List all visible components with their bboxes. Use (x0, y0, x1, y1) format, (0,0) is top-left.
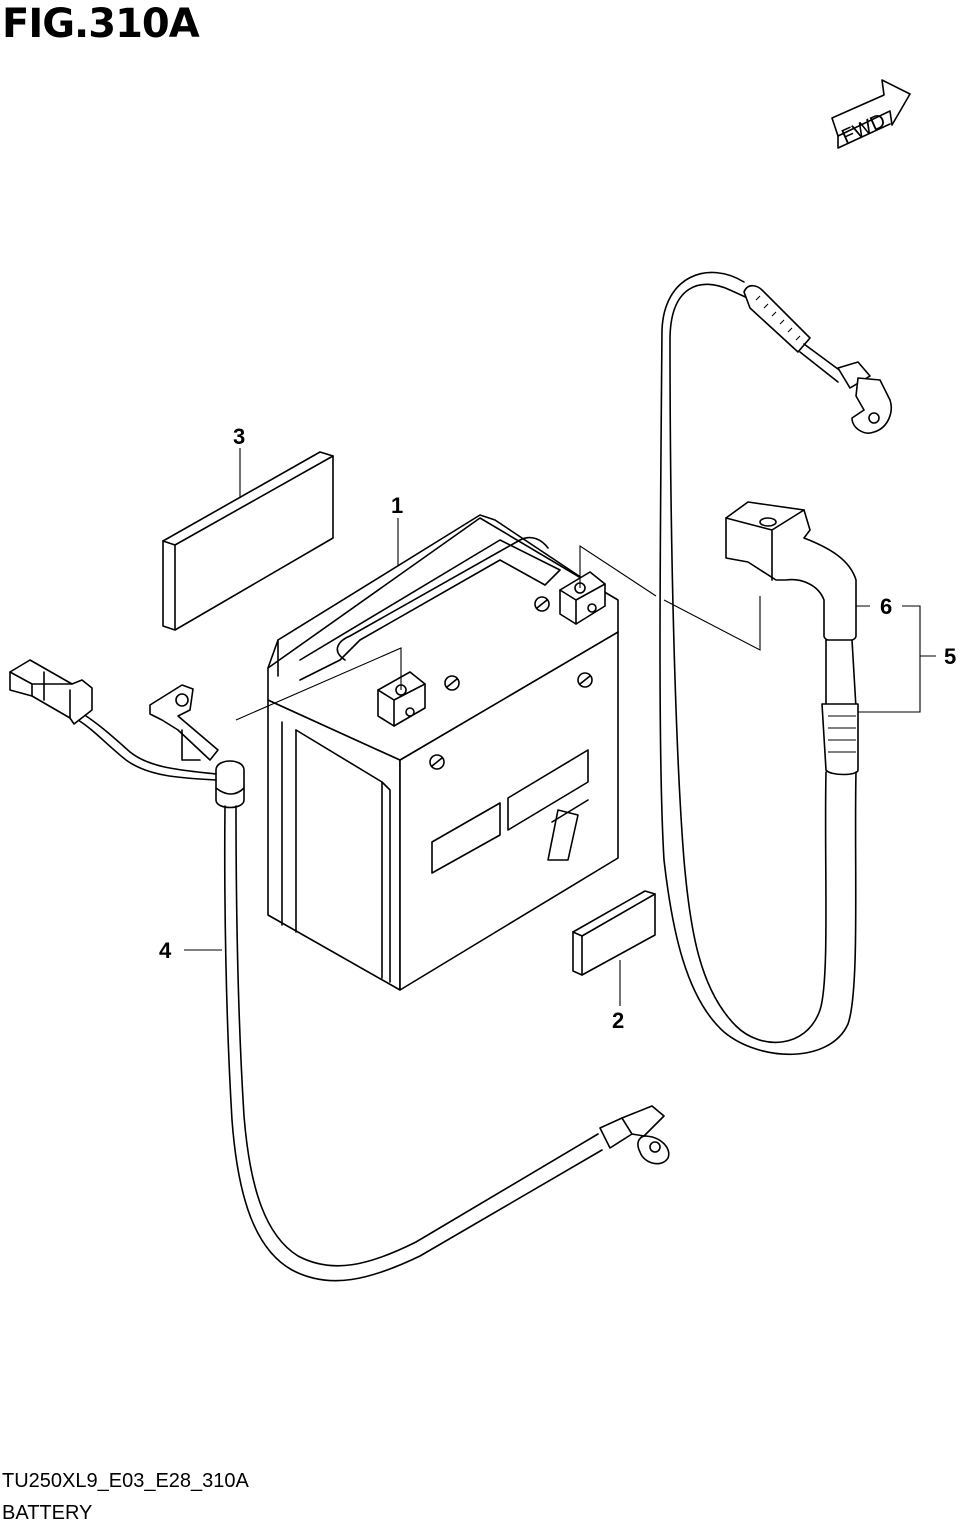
small-pad-part-2 (572, 890, 656, 976)
positive-cable-part-5 (659, 271, 892, 1056)
negative-cable-part-4 (9, 659, 670, 1282)
callout-6: 6 (880, 594, 892, 619)
callout-4: 4 (159, 938, 172, 963)
diagram-name: BATTERY (2, 1502, 93, 1524)
callout-3: 3 (233, 424, 245, 449)
callout-2: 2 (612, 1008, 624, 1033)
callout-1: 1 (391, 493, 403, 518)
fwd-arrow-icon: FWD (831, 79, 911, 149)
leader-part-5-6 (856, 605, 936, 713)
callout-5: 5 (944, 644, 956, 669)
battery-pad-part-3 (162, 451, 334, 631)
leader-part-2-3 (239, 448, 621, 1006)
terminal-leader-lines (235, 544, 761, 721)
battery-part-1 (267, 514, 619, 991)
diagram-code: TU250XL9_E03_E28_310A (2, 1470, 249, 1492)
figure-title: FIG.310A (2, 1, 200, 47)
